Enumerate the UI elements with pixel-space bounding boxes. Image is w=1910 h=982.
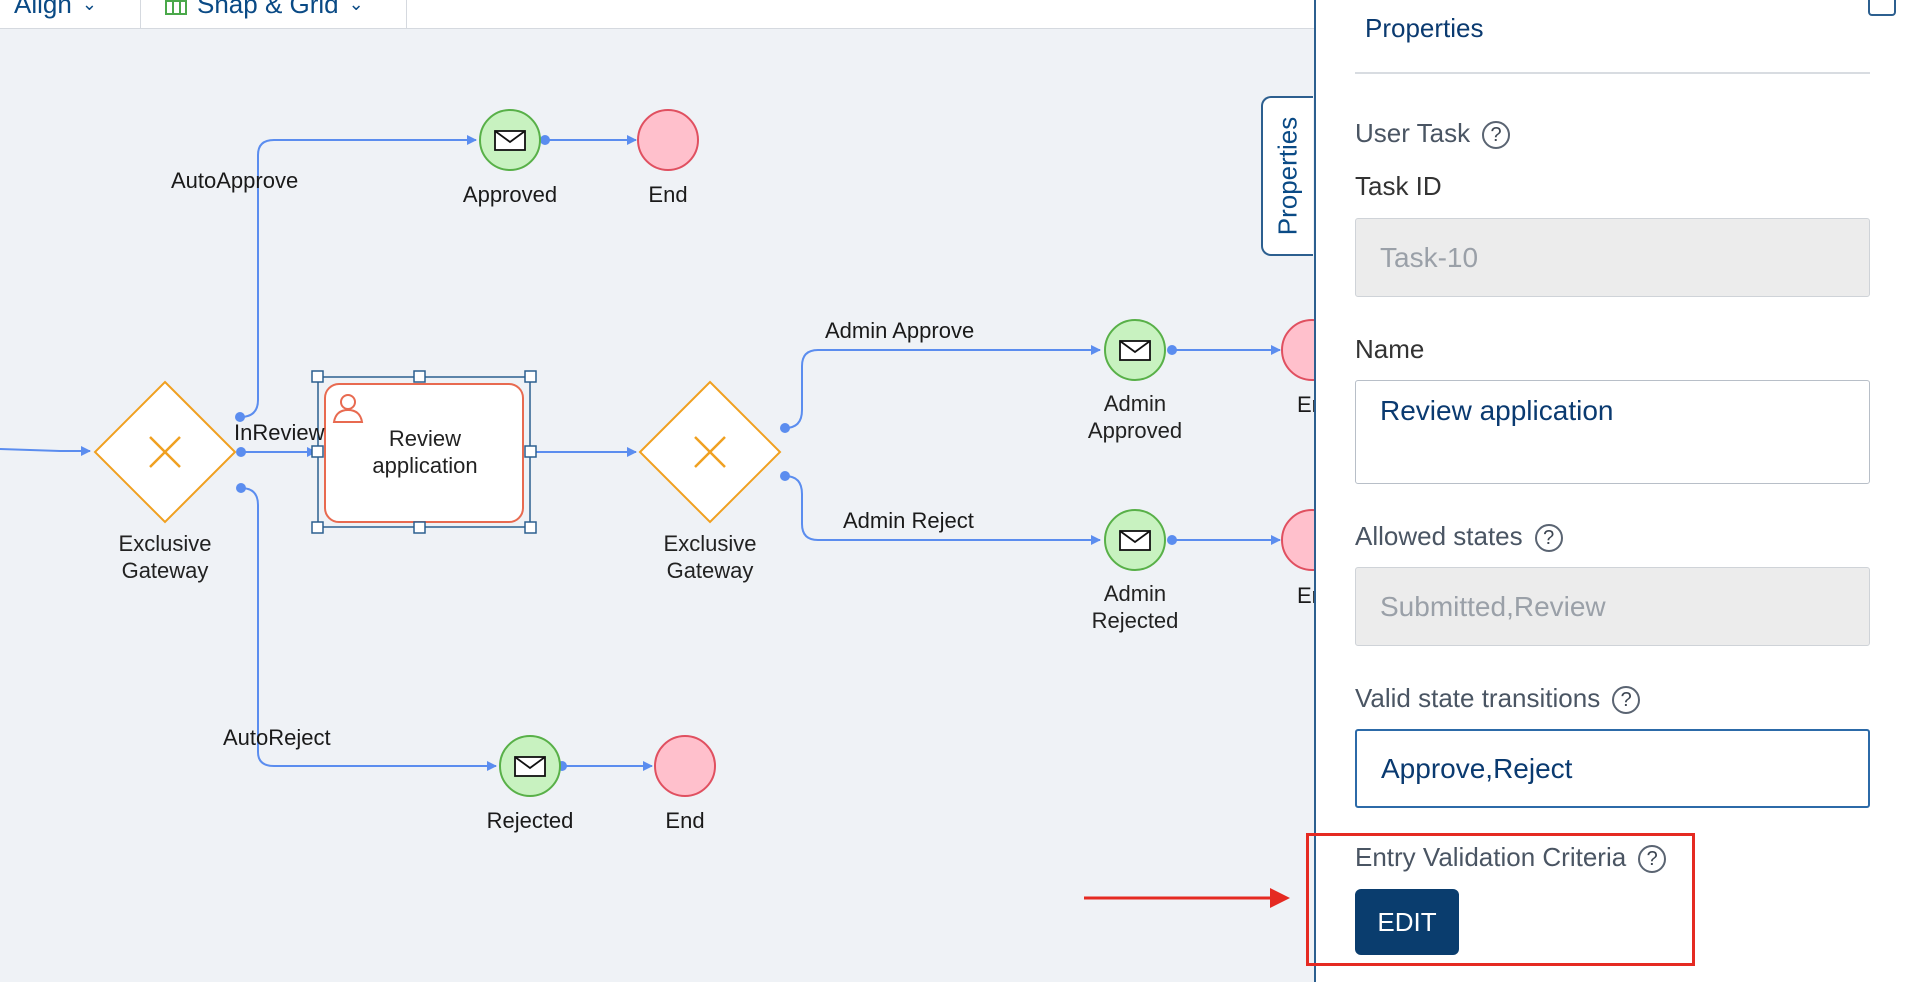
properties-side-tab[interactable]: Properties (1261, 96, 1313, 256)
align-button[interactable]: Align ⌄ (14, 0, 97, 26)
align-label: Align (14, 0, 72, 19)
end-label-partial: Er (1297, 392, 1315, 417)
user-icon (332, 394, 364, 423)
task-id-label: Task ID (1355, 171, 1442, 201)
name-label: Name (1355, 334, 1425, 364)
panel-toggle-icon[interactable] (1868, 0, 1896, 16)
message-event-admin-approved[interactable] (1104, 319, 1166, 381)
help-icon[interactable]: ? (1638, 845, 1667, 874)
end-event-admin-approved[interactable] (1281, 319, 1315, 381)
help-icon[interactable]: ? (1482, 121, 1511, 150)
properties-panel (1314, 0, 1910, 982)
name-field[interactable]: Review application (1355, 380, 1870, 484)
exclusive-gateway-2[interactable] (638, 380, 782, 524)
valid-transitions-row: Valid state transitions? (1355, 683, 1641, 715)
gateway-1-label: Exclusive Gateway (118, 531, 212, 583)
envelope-icon (514, 756, 546, 777)
rejected-label: Rejected (487, 808, 574, 833)
selection-handle[interactable] (311, 370, 537, 534)
edit-button[interactable]: EDIT (1355, 889, 1459, 955)
envelope-icon (494, 130, 526, 151)
chevron-down-icon: ⌄ (348, 0, 364, 14)
valid-transitions-field[interactable]: Approve,Reject (1355, 729, 1870, 808)
flow-autoreject[interactable] (240, 487, 497, 771)
user-task-type-row: User Task? (1355, 118, 1511, 150)
flow-admin-approve[interactable] (784, 345, 1101, 429)
end-label: End (648, 182, 687, 207)
flow-label-autoapprove: AutoApprove (171, 168, 298, 193)
flow-label-autoreject: AutoReject (223, 725, 331, 750)
user-task-type-label: User Task (1355, 118, 1471, 148)
flow-admin-reject[interactable] (784, 475, 1101, 545)
properties-tab-label: Properties (1272, 116, 1303, 236)
help-icon[interactable]: ? (1534, 524, 1563, 553)
panel-divider (1355, 72, 1870, 74)
approved-label: Approved (463, 182, 557, 207)
flow-incoming[interactable] (0, 446, 91, 456)
entry-validation-row: Entry Validation Criteria? (1355, 842, 1667, 874)
highlight-box (1306, 833, 1695, 966)
flow-label-admin-approve: Admin Approve (825, 318, 974, 343)
message-event-admin-rejected[interactable] (1104, 509, 1166, 571)
panel-title: Properties (1365, 13, 1484, 43)
x-icon (694, 436, 726, 468)
gateway-2-label: Exclusive Gateway (663, 531, 757, 583)
toolbar-divider (140, 0, 141, 28)
end-event-rejected[interactable] (654, 735, 716, 797)
end-label-partial: Er (1297, 583, 1315, 608)
allowed-states-field[interactable]: Submitted,Review (1355, 567, 1870, 646)
envelope-icon (1119, 340, 1151, 361)
snap-grid-label: Snap & Grid (197, 0, 339, 19)
admin-rejected-label: Admin Rejected (1091, 581, 1179, 633)
flow-label-admin-reject: Admin Reject (843, 508, 974, 533)
snap-grid-button[interactable]: Snap & Grid ⌄ (165, 0, 364, 26)
valid-transitions-label: Valid state transitions (1355, 683, 1601, 713)
bpmn-canvas[interactable]: Exclusive Gateway Exclusive Gateway Revi… (0, 0, 1315, 982)
flow-autoapprove[interactable] (239, 135, 477, 418)
toolbar-divider (406, 0, 407, 28)
annotation-arrow-icon (1084, 888, 1290, 908)
exclusive-gateway-1[interactable] (93, 380, 237, 524)
help-icon[interactable]: ? (1612, 686, 1641, 715)
flow-label-inreview: InReview (234, 420, 325, 445)
user-task-review-application[interactable] (311, 370, 537, 534)
end-label: End (665, 808, 704, 833)
grid-icon (165, 0, 187, 15)
allowed-states-label: Allowed states (1355, 521, 1523, 551)
admin-approved-label: Admin Approved (1087, 391, 1183, 443)
diagram-toolbar: Align ⌄ Snap & Grid ⌄ (0, 0, 1315, 29)
task-id-field[interactable]: Task-10 (1355, 218, 1870, 297)
envelope-icon (1119, 530, 1151, 551)
allowed-states-row: Allowed states? (1355, 521, 1563, 553)
entry-validation-label: Entry Validation Criteria (1355, 842, 1627, 872)
chevron-down-icon: ⌄ (81, 0, 97, 14)
end-event-approved[interactable] (637, 109, 699, 171)
message-event-approved[interactable] (479, 109, 541, 171)
x-icon (149, 436, 181, 468)
message-event-rejected[interactable] (499, 735, 561, 797)
task-label: Review application (372, 426, 478, 478)
end-event-admin-rejected[interactable] (1281, 509, 1315, 571)
